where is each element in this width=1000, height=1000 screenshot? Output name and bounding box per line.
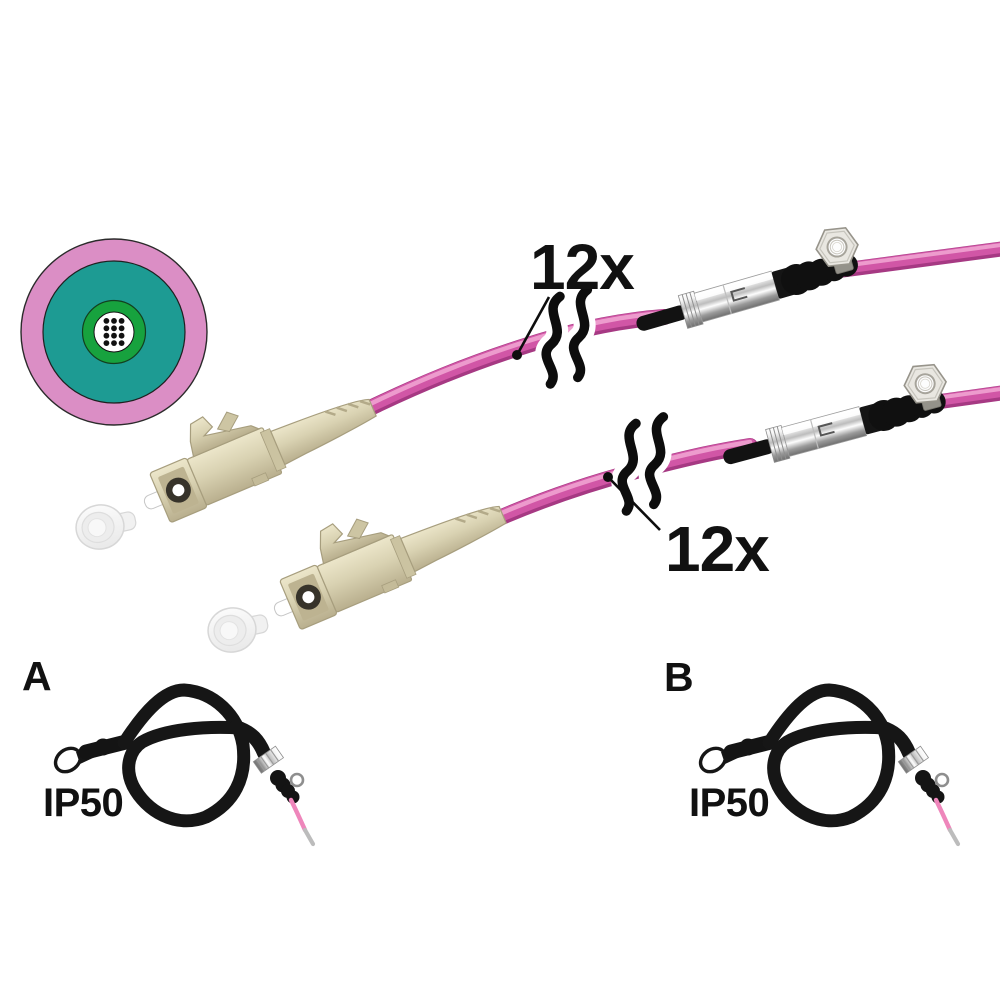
ip-rating-a: IP50 bbox=[43, 781, 123, 825]
variant-b-letter: B bbox=[664, 654, 694, 700]
variant-a-letter: A bbox=[22, 653, 52, 699]
pulling-eye-assembly-bottom bbox=[712, 358, 956, 476]
dust-cap-bottom bbox=[203, 600, 273, 658]
cable-cross-section bbox=[20, 238, 208, 426]
fiber-dot bbox=[111, 332, 117, 339]
fiber-dot bbox=[103, 318, 110, 324]
fiber-dot bbox=[111, 340, 117, 346]
fiber-dot bbox=[118, 325, 125, 332]
fiber-dot bbox=[103, 340, 110, 346]
lc-connector-bottom bbox=[251, 460, 515, 638]
fiber-dot bbox=[118, 340, 125, 346]
fiber-dot bbox=[103, 325, 110, 332]
fiber-dots bbox=[103, 318, 125, 346]
dust-cap-top bbox=[71, 497, 141, 555]
callout-bottom: 12x bbox=[603, 472, 771, 585]
fiber-dot bbox=[118, 332, 125, 339]
fiber-dot bbox=[111, 318, 117, 324]
trunk-cable-bottom bbox=[489, 358, 1000, 527]
fiber-dot bbox=[118, 318, 125, 324]
fiber-count-label-bottom: 12x bbox=[665, 513, 770, 585]
leader-dot bbox=[603, 472, 613, 482]
trunk-cable-top bbox=[360, 221, 1000, 417]
cable-highlight bbox=[365, 310, 667, 408]
leader-line bbox=[515, 296, 551, 356]
fiber-dot bbox=[103, 332, 110, 339]
callout-top: 12x bbox=[512, 231, 636, 360]
variant-b: B IP50 bbox=[664, 654, 958, 844]
variant-a: A IP50 bbox=[22, 653, 313, 844]
cable-base bbox=[360, 309, 672, 417]
fiber-dot bbox=[111, 325, 117, 332]
cable-segment bbox=[360, 309, 672, 417]
ip-rating-b: IP50 bbox=[689, 781, 769, 825]
leader-line bbox=[607, 476, 661, 531]
fiber-count-label-top: 12x bbox=[530, 231, 635, 303]
pulling-eye-assembly-top bbox=[624, 221, 869, 343]
leader-dot bbox=[512, 350, 522, 360]
